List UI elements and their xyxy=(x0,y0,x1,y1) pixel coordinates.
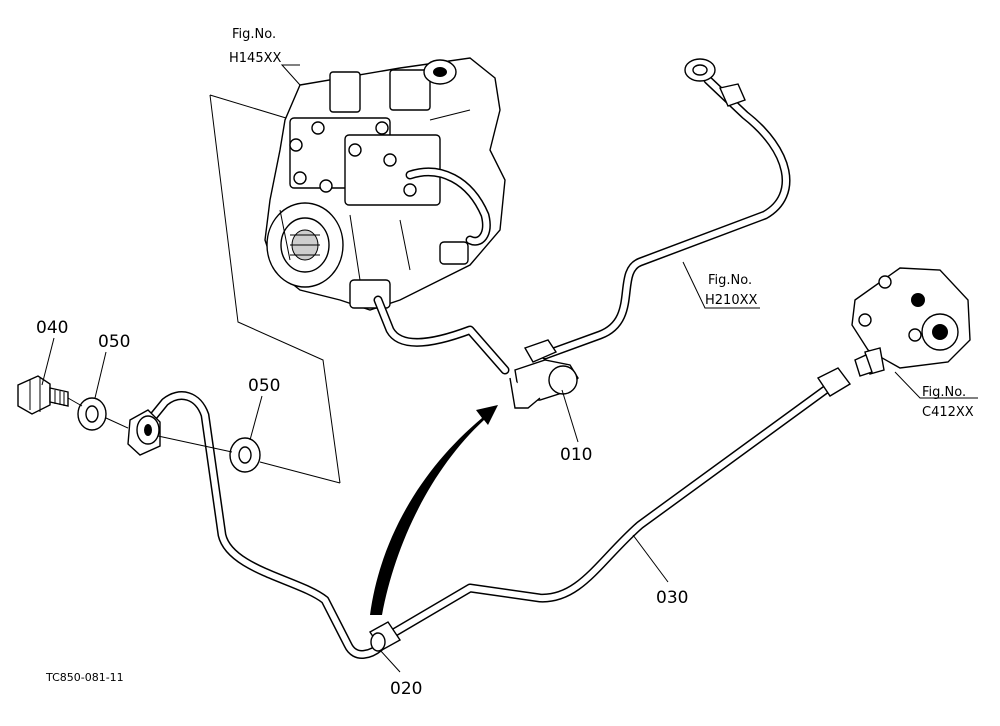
part-label-050-left: 050 xyxy=(98,332,130,352)
pump-leader xyxy=(280,64,301,86)
sleeve-020 xyxy=(368,621,402,652)
upper-pipe xyxy=(373,58,791,375)
drawing-code: TC850-081-11 xyxy=(45,671,124,684)
gauge-leader xyxy=(894,371,978,399)
part-030-leader xyxy=(632,534,669,583)
part-020-leader xyxy=(379,649,401,673)
fig-ref-pump-line1: Fig.No. xyxy=(232,27,276,42)
part-label-010: 010 xyxy=(560,445,592,465)
banjo-bolt-040 xyxy=(17,375,69,415)
pump-reference-box xyxy=(209,94,341,484)
assembly-centerline xyxy=(67,397,341,484)
part-050-right-leader xyxy=(249,395,263,441)
washer-050-left xyxy=(77,397,107,431)
feed-pipe xyxy=(147,391,387,659)
part-010-leader xyxy=(561,389,579,443)
upper-pipe-leader xyxy=(682,261,760,309)
fig-ref-gauge-line1: Fig.No. xyxy=(922,385,966,400)
fig-ref-upper-pipe-line1: Fig.No. xyxy=(708,273,752,288)
direction-arrow xyxy=(370,405,498,615)
part-label-020: 020 xyxy=(390,679,422,699)
banjo-eye xyxy=(127,409,161,456)
fig-ref-pump-line2: H145XX xyxy=(229,51,281,66)
lower-pipe-030 xyxy=(380,367,852,643)
part-label-050-right: 050 xyxy=(248,376,280,396)
fig-ref-upper-pipe-line2: H210XX xyxy=(705,293,757,308)
hydraulic-pump xyxy=(264,57,506,311)
gauge-fitting xyxy=(851,267,971,377)
fig-ref-gauge-line2: C412XX xyxy=(922,405,974,420)
part-050-left-leader xyxy=(94,351,107,399)
washer-050-right xyxy=(229,437,261,473)
part-label-040: 040 xyxy=(36,318,68,338)
part-label-030: 030 xyxy=(656,588,688,608)
part-040-leader xyxy=(41,337,55,386)
